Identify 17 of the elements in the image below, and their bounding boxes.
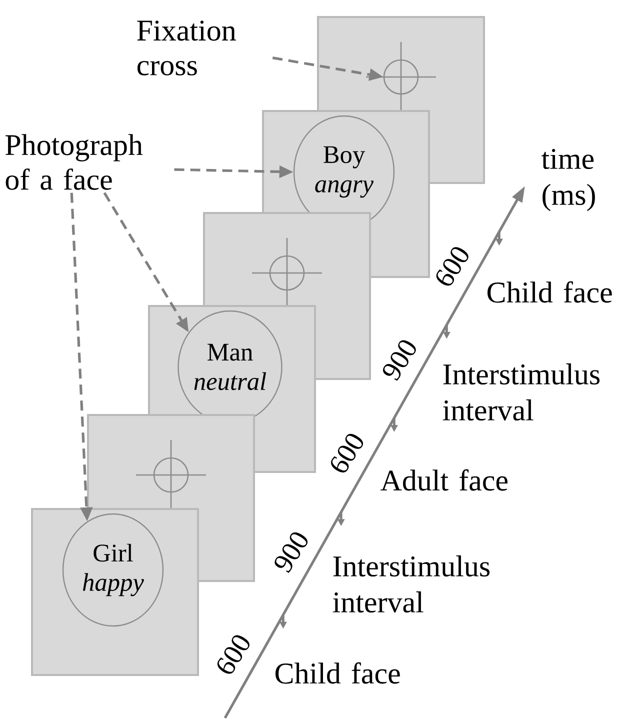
phase-label: Child face (488, 281, 612, 303)
callout-text: Photograph of a face (6, 134, 143, 190)
fixation-cross-symbol (365, 41, 437, 113)
phase-label: Child face (276, 662, 400, 684)
phase-label: Adult face (380, 469, 508, 491)
duration-label: 900 (274, 532, 308, 573)
face-oval: Girl happy (62, 513, 164, 627)
duration-label: 600 (436, 247, 468, 286)
axis-label: time (ms) (542, 148, 595, 212)
phase-label: Interstimulus interval (332, 555, 490, 613)
phase-label: Interstimulus interval (442, 363, 600, 421)
fixation-cross-symbol (135, 439, 207, 511)
duration-label: 600 (331, 434, 364, 472)
duration-label: 600 (217, 635, 250, 674)
callout-text: Fixation cross (137, 20, 236, 76)
duration-label: 900 (383, 340, 416, 381)
face-oval: Man neutral (178, 310, 282, 424)
